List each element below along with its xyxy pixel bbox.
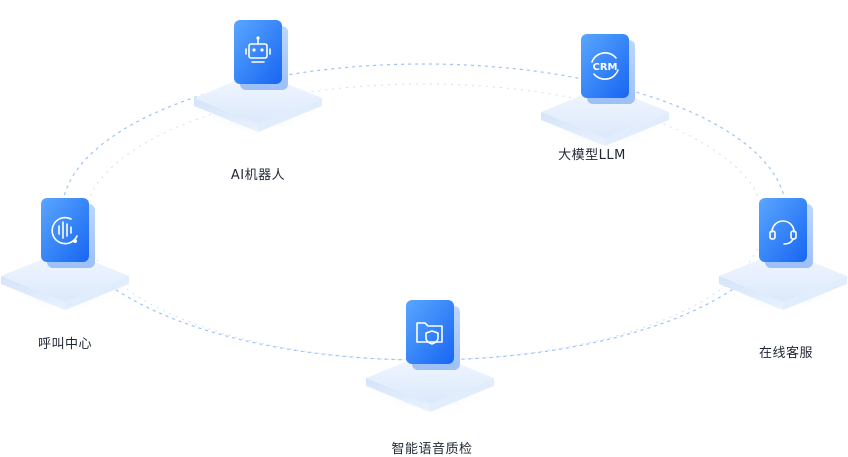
node-label: 大模型LLM xyxy=(558,148,626,163)
node-label: 智能语音质检 xyxy=(391,441,472,457)
node-label: AI机器人 xyxy=(231,168,285,183)
node-tile xyxy=(581,34,635,104)
node-label: 呼叫中心 xyxy=(38,337,92,352)
node-platform xyxy=(366,352,494,412)
node-tile xyxy=(234,20,288,90)
crm-icon-text: CRM xyxy=(593,62,618,73)
node-online-service[interactable]: 在线客服 xyxy=(719,198,847,361)
node-llm[interactable]: CRM 大模型LLM xyxy=(541,34,669,163)
node-call-center[interactable]: 呼叫中心 xyxy=(1,198,129,352)
node-platform xyxy=(719,250,847,310)
headset-icon xyxy=(769,220,797,245)
node-quality[interactable]: 智能语音质检 xyxy=(366,300,494,457)
node-platform xyxy=(1,250,129,310)
node-platform xyxy=(541,86,669,146)
voice-wave-icon xyxy=(51,216,78,245)
node-label: 在线客服 xyxy=(759,345,813,361)
node-ai-robot[interactable]: AI机器人 xyxy=(194,20,322,183)
node-tile xyxy=(406,300,460,370)
folder-shield-icon xyxy=(416,322,443,345)
crm-icon: CRM xyxy=(591,52,619,80)
node-tile xyxy=(41,198,95,268)
node-platform xyxy=(194,72,322,132)
node-tile xyxy=(759,198,813,268)
robot-icon xyxy=(245,36,271,63)
